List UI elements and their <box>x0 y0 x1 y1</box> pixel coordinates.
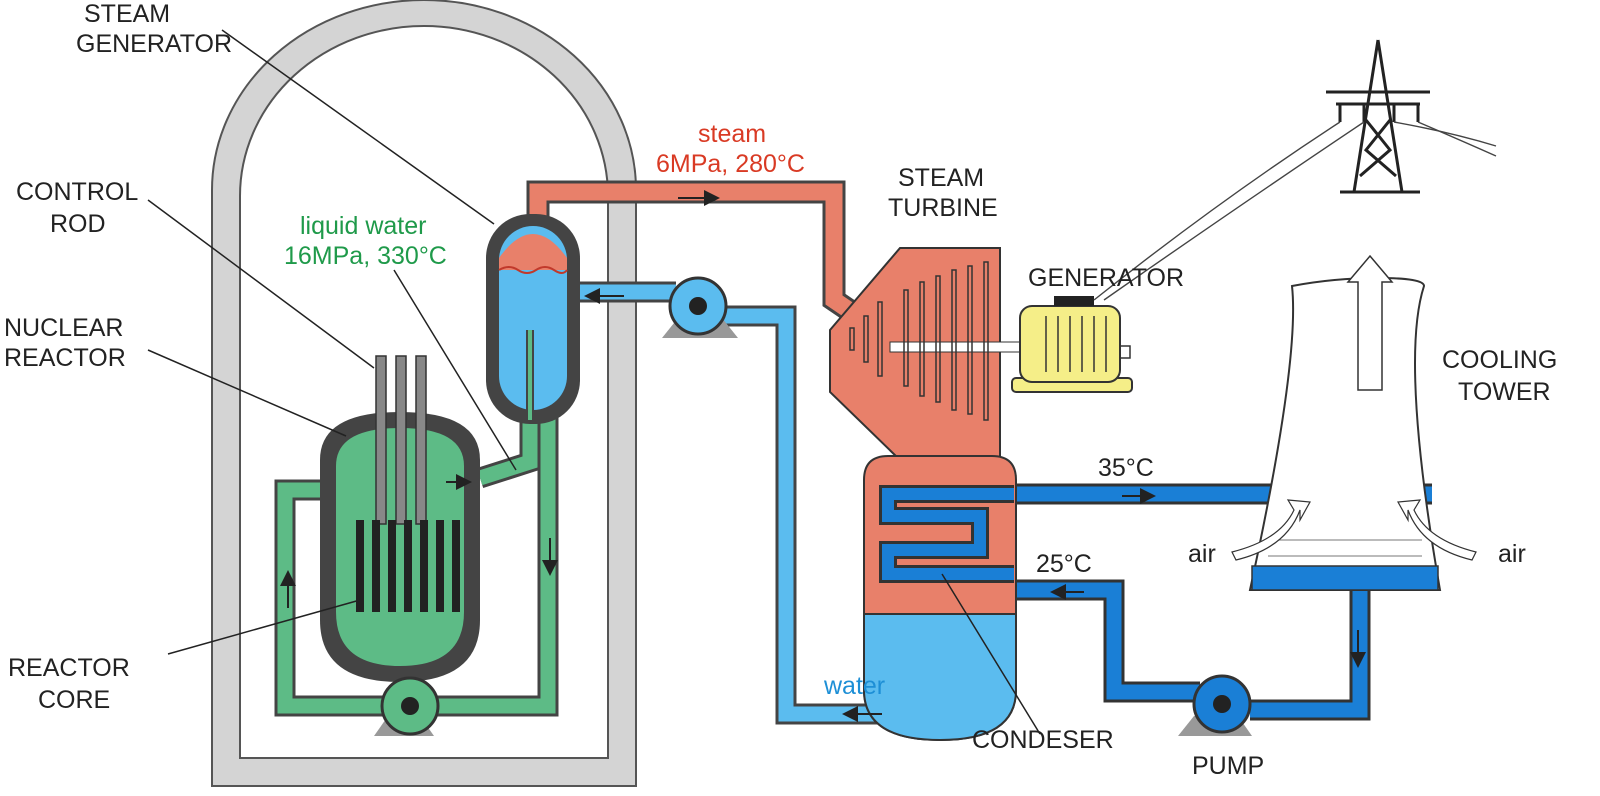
fill-pack <box>1268 539 1422 557</box>
steam-generator-label-2: GENERATOR <box>76 30 232 58</box>
temp-hot-label: 35°C <box>1098 454 1154 482</box>
steam-label-1: steam <box>698 120 766 148</box>
nuclear-reactor-label-2: REACTOR <box>4 344 126 372</box>
steam-turbine-label-2: TURBINE <box>888 194 998 222</box>
exhaust-arrow-icon <box>1346 254 1394 391</box>
cooling-pump <box>1178 674 1252 736</box>
power-lines <box>1093 121 1497 301</box>
pump-label: PUMP <box>1192 752 1264 780</box>
reactor-core-label-1: REACTOR <box>8 654 130 682</box>
air-in-right-icon <box>1397 499 1477 561</box>
transmission-tower <box>1326 39 1430 194</box>
steam-line <box>526 180 863 325</box>
nuclear-reactor-label-1: NUCLEAR <box>4 314 123 342</box>
generator-label: GENERATOR <box>1028 264 1184 292</box>
water-label: water <box>823 672 885 700</box>
condenser-label: CONDESER <box>972 726 1114 754</box>
liquid-water-label-1: liquid water <box>300 212 426 240</box>
cooling-tower-label-2: TOWER <box>1458 378 1551 406</box>
feedwater-pump <box>662 276 738 338</box>
labels: STEAM GENERATOR CONTROL ROD NUCLEAR REAC… <box>4 0 1557 780</box>
temp-cold-label: 25°C <box>1036 550 1092 578</box>
control-rod-label-1: CONTROL <box>16 178 138 206</box>
steam-label-2: 6MPa, 280°C <box>656 150 805 178</box>
condenser <box>863 455 1017 742</box>
leader-lines <box>147 29 1041 735</box>
cooling-tower-label-1: COOLING <box>1442 346 1557 374</box>
air-right-label: air <box>1498 540 1526 568</box>
reactor-core-label-2: CORE <box>38 686 110 714</box>
steam-generator-label-1: STEAM <box>84 0 170 28</box>
reactor-core <box>356 520 460 612</box>
control-rod-label-2: ROD <box>50 210 106 238</box>
control-rods <box>375 355 427 525</box>
steam-turbine-label-1: STEAM <box>898 164 984 192</box>
steam-turbine <box>829 247 1031 461</box>
primary-pump <box>374 676 440 736</box>
electric-generator <box>1011 296 1133 393</box>
liquid-water-label-2: 16MPa, 330°C <box>284 242 447 270</box>
air-in-left-icon <box>1231 499 1311 561</box>
steam-generator <box>486 214 580 424</box>
cooling-tower <box>1231 254 1477 591</box>
air-left-label: air <box>1188 540 1216 568</box>
nuclear-reactor-vessel <box>320 355 480 682</box>
flow-arrows <box>280 190 1366 722</box>
